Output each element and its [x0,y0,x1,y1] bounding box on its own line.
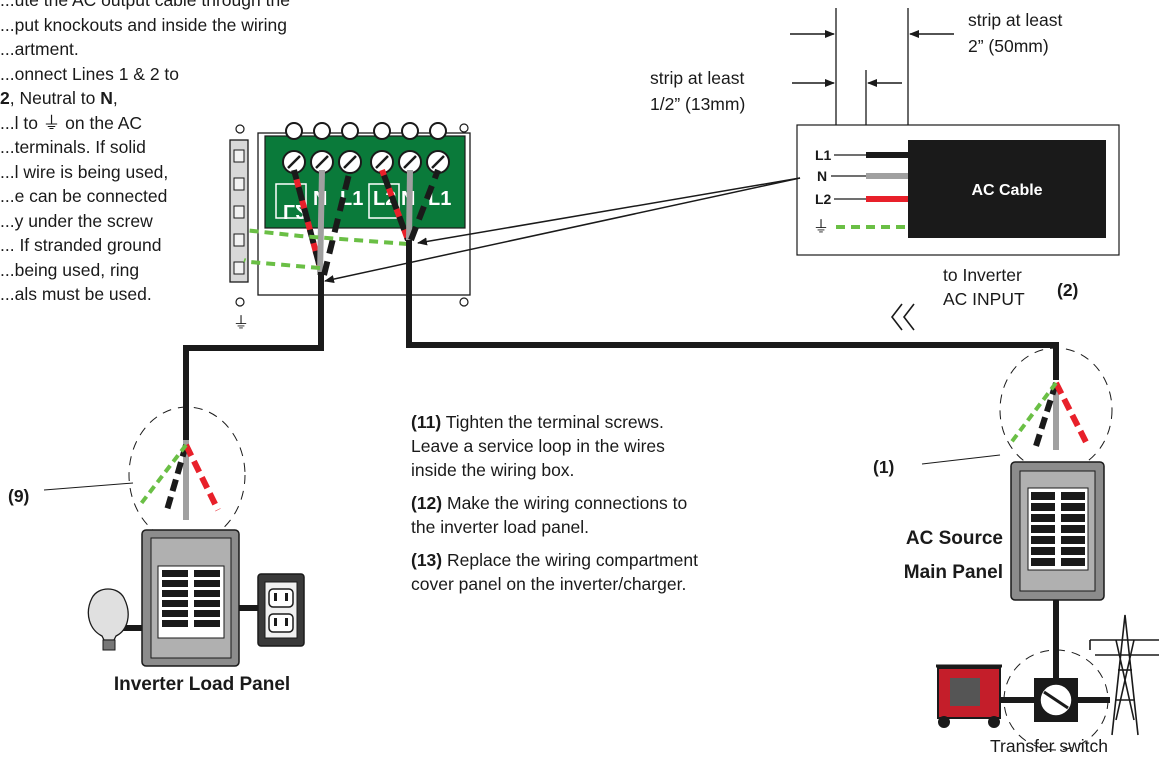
instr-line: ... If stranded ground [0,235,162,255]
wire-l2-label: L2 [815,191,832,207]
breakers [162,570,220,627]
mount-hole [235,297,245,307]
load-panel-label: Inverter Load Panel [114,674,290,695]
source-cable [406,240,1059,380]
wiring-instructions: ...ute the AC output cable through the .… [0,0,400,307]
instr-line: 2, Neutral to N, [0,88,118,108]
wires-to-terminal [243,168,441,276]
mount-hole [235,124,245,134]
instr-line: ...put knockouts and inside the wiring [0,14,287,35]
inverter-input-label: to Inverter [943,265,1022,285]
step-13: (13) Replace the wiring compartment cove… [411,550,698,594]
instr-line: ...y under the screw [0,210,153,231]
strip-long-label: 2” (50mm) [968,36,1049,56]
instr-line: ...e can be connected [0,186,168,206]
wire-n-label: N [817,168,827,184]
strip-diagram: strip at least 2” (50mm) strip at least … [324,8,1120,331]
wire-l1-label: L1 [815,147,832,163]
step-2-label: (2) [1057,280,1078,300]
instr-line: ...artment. [0,39,79,59]
step-12: (12) Make the wiring connections to the … [411,493,688,537]
inverter-input-label: AC INPUT [943,289,1025,309]
breakers [1031,492,1085,566]
instr-line: ...being used, ring [0,259,140,280]
transfer-switch-label: Transfer switch [990,736,1108,756]
load-panel-group: (9) Inverter Load Panel [8,406,305,695]
ac-cable-label: AC Cable [971,182,1042,199]
source-panel-label: AC Source [906,528,1003,549]
terminal-block-outline [257,132,471,296]
outlet-icon [257,573,305,647]
step-11: (11) Tighten the terminal screws. Leave … [411,412,665,480]
mount-hole [459,297,469,307]
ground-symbol-icon: ⏚ [233,314,249,332]
generator-icon [936,664,1002,728]
strip-long-label: strip at least [968,10,1062,30]
source-panel-group: (1) AC Source Main Panel Transfer switch [873,347,1159,756]
direction-chevrons-icon [890,303,915,331]
ground-symbol-icon: ⏚ [813,218,829,236]
mount-hole [459,123,469,133]
instr-line: ...als must be used. [0,284,152,304]
power-tower-icon [1089,614,1159,736]
instr-line: ...terminals. If solid [0,137,146,157]
instr-line: ...onnect Lines 1 & 2 to [0,63,180,84]
step-1-label: (1) [873,457,894,477]
light-bulb-icon [87,588,129,651]
source-panel-label: Main Panel [904,562,1003,583]
instr-line: ...l to ⏚ on the AC [0,112,143,133]
load-cable [183,272,324,440]
terminal-block: L2 N L1 L2 N L1 ⏚ [229,122,471,332]
ac-cables [183,240,1059,440]
strip-short-label: 1/2” (13mm) [650,94,745,114]
instr-line: ...ute the AC output cable through the [0,0,290,10]
steps-text: (11) Tighten the terminal screws. Leave … [411,410,711,605]
strip-short-label: strip at least [650,68,744,88]
terminal-label: L1 [428,188,451,210]
step-9-label: (9) [8,486,29,506]
ac-cable-jacket [908,140,1106,238]
terminal-label: L1 [340,188,363,210]
instr-line: ...l wire is being used, [0,161,169,182]
